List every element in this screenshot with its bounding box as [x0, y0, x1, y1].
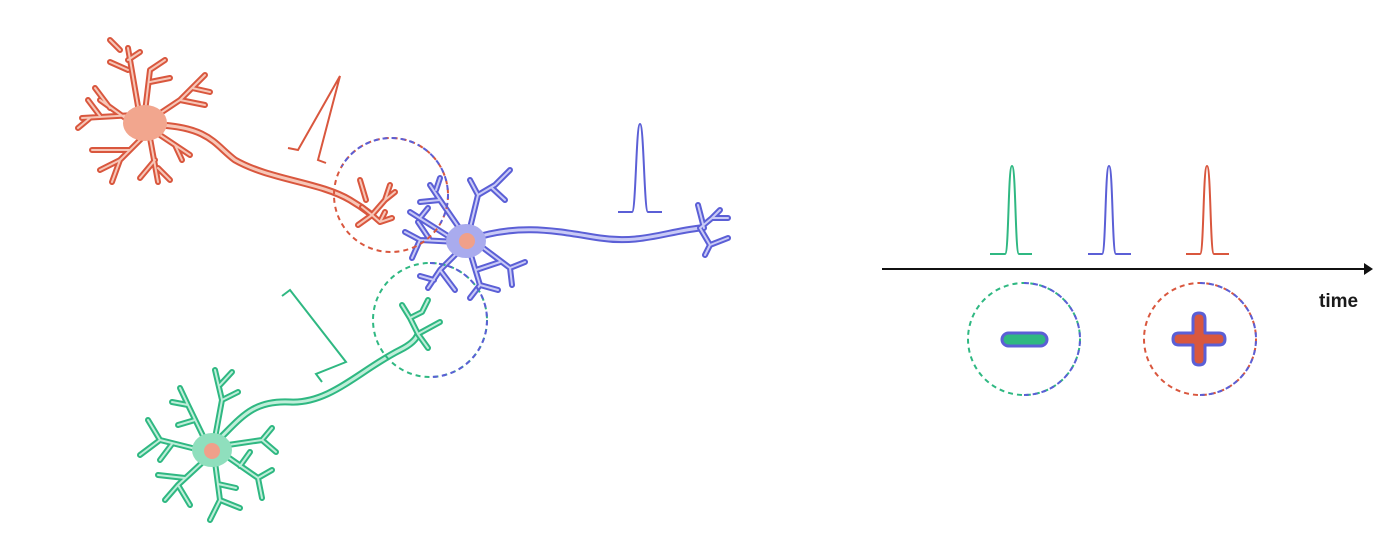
- red-soma: [123, 105, 167, 141]
- timeline-spike-blue: [1088, 164, 1131, 255]
- blue-soma-nucleus: [459, 233, 475, 249]
- time-axis-arrowhead: [1364, 263, 1373, 275]
- timeline-spike-green: [990, 164, 1032, 255]
- timeline-panel: time: [882, 164, 1373, 396]
- green-axon-spike: [281, 288, 348, 383]
- plus-icon: [1171, 311, 1227, 367]
- minus-icon: [1000, 331, 1049, 348]
- green-axon: [208, 330, 422, 450]
- synapse-ring-red-blue: [333, 137, 449, 253]
- timeline-spike-red: [1186, 164, 1229, 255]
- red-axon-spike: [287, 75, 341, 164]
- blue-axon-spike: [618, 122, 662, 213]
- blue-neuron: [402, 122, 731, 301]
- green-soma-nucleus: [204, 443, 220, 459]
- excitatory-symbol: [1143, 282, 1257, 396]
- green-neuron: [137, 288, 443, 523]
- synapse-ring-green-blue: [372, 262, 488, 378]
- red-neuron: [75, 37, 398, 228]
- inhibitory-symbol: [967, 282, 1081, 396]
- red-axon: [156, 121, 376, 219]
- time-axis-label: time: [1319, 291, 1358, 312]
- blue-axon-terminal: [695, 202, 731, 258]
